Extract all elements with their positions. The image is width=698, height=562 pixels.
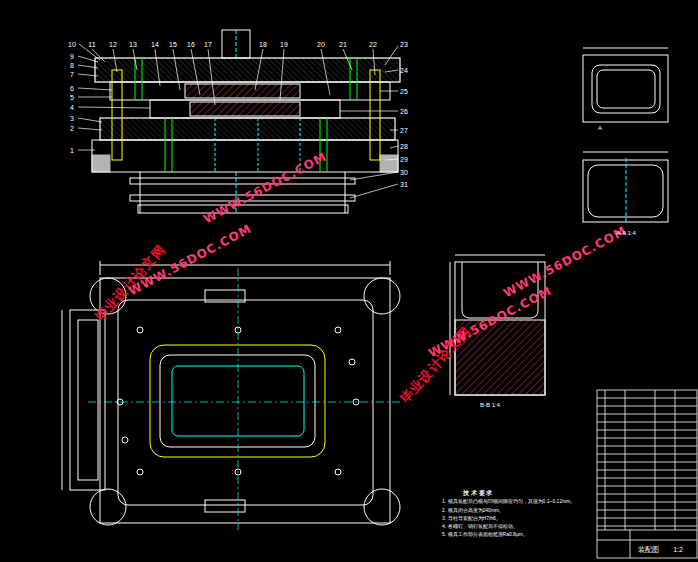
- detail-views: [450, 48, 668, 395]
- callout-number: 14: [151, 41, 159, 48]
- callout-number: 2: [70, 125, 74, 132]
- callout-number: 15: [169, 41, 177, 48]
- note-text: 3. 导柱导套配合为H7/h6。: [442, 516, 501, 521]
- callout-number: 21: [339, 41, 347, 48]
- note-text: 1. 模具装配后凸模与凹模间隙应均匀，其值为0.1~0.12mm。: [442, 499, 576, 504]
- callout-number: 27: [400, 127, 408, 134]
- title-block-cell: 装配图: [638, 546, 659, 553]
- callout-number: 18: [259, 41, 267, 48]
- callout-number: 11: [88, 41, 95, 48]
- watermark: WWW.56DOC.COM: [201, 150, 328, 225]
- note-text: 4. 各螺钉、销钉装配后不得松动。: [442, 524, 518, 529]
- callout-number: 8: [70, 62, 74, 69]
- callout-number: 9: [70, 53, 74, 60]
- title-block-cell: 1:2: [673, 546, 683, 553]
- callout-number: 25: [400, 88, 408, 95]
- callout-number: 17: [204, 41, 212, 48]
- callout-number: 16: [187, 41, 195, 48]
- callout-number: 13: [129, 41, 137, 48]
- callout-number: 6: [70, 85, 74, 92]
- view-label: B-B 1:4: [480, 402, 500, 408]
- callout-number: 10: [68, 41, 76, 48]
- callout-number: 1: [70, 147, 74, 154]
- callout-number: 20: [317, 41, 325, 48]
- callout-number: 12: [109, 41, 117, 48]
- callout-number: 3: [70, 115, 74, 122]
- note-text: 技 术 要 求: [463, 490, 492, 496]
- section-view: [78, 30, 400, 213]
- callout-number: 26: [400, 108, 408, 115]
- callout-number: 5: [70, 94, 74, 101]
- callout-number: 7: [70, 71, 74, 78]
- view-label: A: [598, 125, 602, 131]
- title-block: [597, 390, 697, 558]
- callout-number: 31: [400, 181, 408, 188]
- callout-number: 28: [400, 143, 408, 150]
- callout-number: 29: [400, 156, 408, 163]
- note-text: 2. 模具闭合高度为240mm。: [442, 508, 504, 513]
- note-text: 5. 模具工作部分表面粗糙度Ra0.8μm。: [442, 532, 528, 537]
- callout-number: 30: [400, 169, 408, 176]
- callout-number: 19: [280, 41, 288, 48]
- callout-number: 4: [70, 104, 74, 111]
- callout-number: 22: [369, 41, 377, 48]
- callout-number: 23: [400, 41, 408, 48]
- view-label: A-A 1:4: [616, 230, 636, 236]
- callout-number: 24: [400, 67, 408, 74]
